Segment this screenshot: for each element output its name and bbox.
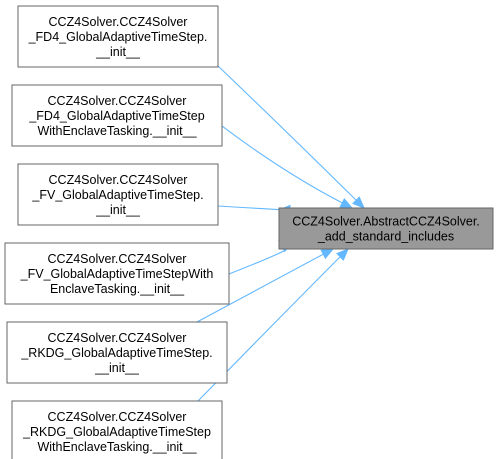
caller-node-5-box bbox=[6, 321, 228, 384]
caller-node-5-label-line: __init__ bbox=[94, 361, 140, 375]
edge-arrowhead-6 bbox=[336, 248, 349, 261]
edge-1 bbox=[217, 65, 357, 201]
caller-node-2[interactable]: CCZ4Solver.CCZ4Solver_FD4_GlobalAdaptive… bbox=[11, 84, 223, 147]
caller-node-4-box bbox=[4, 242, 230, 305]
caller-node-6-label-line: CCZ4Solver.CCZ4Solver bbox=[48, 410, 187, 424]
caller-node-2-label-line: WithEnclaveTasking.__init__ bbox=[37, 124, 197, 138]
caller-node-4-label-line: EnclaveTasking.__init__ bbox=[50, 282, 185, 296]
caller-node-4[interactable]: CCZ4Solver.CCZ4Solver_FV_GlobalAdaptiveT… bbox=[4, 242, 230, 305]
caller-node-1-label-line: CCZ4Solver.CCZ4Solver bbox=[49, 15, 188, 29]
target-node-box bbox=[278, 207, 494, 250]
caller-node-6-label-line: WithEnclaveTasking.__init__ bbox=[37, 440, 197, 454]
caller-node-6-label-line: _RKDG_GlobalAdaptiveTimeStep bbox=[22, 425, 211, 439]
edge-5 bbox=[196, 253, 324, 323]
caller-node-3-box bbox=[17, 163, 219, 226]
edge-4 bbox=[228, 247, 289, 275]
target-node-label-line: _add_standard_includes bbox=[317, 230, 454, 244]
caller-node-1-box bbox=[17, 5, 219, 68]
edge-arrowhead-2 bbox=[339, 198, 354, 209]
caller-node-2-label-line: _FD4_GlobalAdaptiveTimeStep bbox=[28, 109, 204, 123]
caller-node-4-label-line: _FV_GlobalAdaptiveTimeStepWith bbox=[20, 267, 214, 281]
caller-node-5-label-line: _RKDG_GlobalAdaptiveTimeStep. bbox=[20, 346, 212, 360]
caller-node-6[interactable]: CCZ4Solver.CCZ4Solver_RKDG_GlobalAdaptiv… bbox=[11, 400, 223, 459]
caller-node-4-label-line: CCZ4Solver.CCZ4Solver bbox=[48, 252, 187, 266]
target-node: CCZ4Solver.AbstractCCZ4Solver._add_stand… bbox=[278, 207, 494, 250]
caller-node-1[interactable]: CCZ4Solver.CCZ4Solver_FD4_GlobalAdaptive… bbox=[17, 5, 219, 68]
caller-node-2-label-line: CCZ4Solver.CCZ4Solver bbox=[48, 94, 187, 108]
caller-node-1-label-line: _FD4_GlobalAdaptiveTimeStep. bbox=[28, 30, 208, 44]
caller-node-3-label-line: CCZ4Solver.CCZ4Solver bbox=[49, 173, 188, 187]
caller-node-3-label-line: _FV_GlobalAdaptiveTimeStep. bbox=[31, 188, 203, 202]
edge-2 bbox=[221, 125, 343, 204]
target-node-label-line: CCZ4Solver.AbstractCCZ4Solver. bbox=[292, 215, 480, 229]
caller-node-1-label-line: __init__ bbox=[95, 45, 141, 59]
caller-node-3[interactable]: CCZ4Solver.CCZ4Solver_FV_GlobalAdaptiveT… bbox=[17, 163, 219, 226]
caller-node-3-label-line: __init__ bbox=[95, 203, 141, 217]
caller-node-5[interactable]: CCZ4Solver.CCZ4Solver_RKDG_GlobalAdaptiv… bbox=[6, 321, 228, 384]
nodes: CCZ4Solver.CCZ4Solver_FD4_GlobalAdaptive… bbox=[4, 5, 494, 459]
edge-arrowhead-5 bbox=[320, 248, 335, 260]
edge-arrowhead-1 bbox=[352, 196, 365, 209]
caller-node-6-box bbox=[11, 400, 223, 459]
caller-node-2-box bbox=[11, 84, 223, 147]
caller-node-5-label-line: CCZ4Solver.CCZ4Solver bbox=[48, 331, 187, 345]
